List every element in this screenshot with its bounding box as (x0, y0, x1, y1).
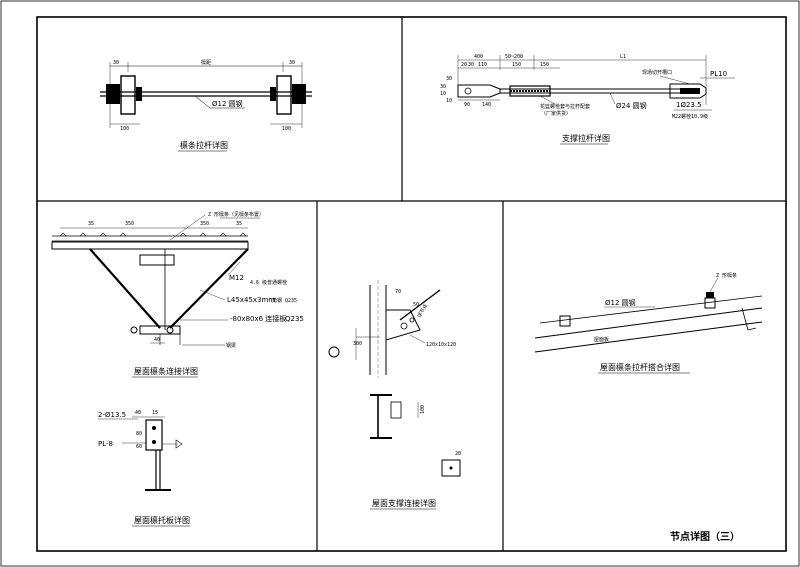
dim-c: 300 (353, 341, 362, 347)
turnbuckle-label: 花篮螺栓套与拉杆配套 (540, 103, 590, 110)
dim-b: 350 (125, 221, 134, 227)
dim-b: 15 (152, 410, 158, 416)
purlin-left (120, 75, 136, 115)
support-plate (145, 419, 163, 451)
rod-label: Ø12 圆钢 (605, 298, 636, 307)
roof-line-top (534, 307, 763, 339)
z-purlin-label: Z 形檩条 (716, 272, 737, 279)
rod-label: Ø24 圆钢 (616, 101, 647, 110)
slot-label: 现场切开槽口 (642, 69, 672, 76)
z-purlin-label: Z 形檩条（见檩条布置） (208, 211, 264, 218)
dim-a: 70 (395, 289, 401, 295)
brace-rod (399, 289, 441, 321)
roof-line-bottom (534, 321, 763, 353)
plate-grade-label: Q235 (285, 315, 304, 323)
dim-left-top: 30 (113, 60, 119, 66)
angle-brace-right (169, 248, 249, 329)
dim-c: 350 (200, 221, 209, 227)
purlin-right (276, 75, 292, 115)
dim-k: 10 (440, 91, 446, 97)
purlin-tie-detail: 30 檩距 30 100 100 Ø12 圆钢 檩条拉杆详图 (100, 59, 312, 152)
end-plate (669, 83, 707, 99)
dim-left-bottom: 100 (120, 126, 129, 132)
angle-grade-label: 角钢 Q235 (272, 297, 297, 304)
purlin-chord (51, 241, 249, 250)
roof-purlin-connection-detail: 35 350 350 35 40 Z 形檩条（见檩条布置） M12 4.6 级普… (51, 211, 304, 378)
dim-d: 40 (154, 337, 160, 343)
nut-left-outer (106, 84, 120, 104)
roof-purlin-conn-title: 屋面檩条连接详图 (134, 366, 198, 376)
dim-d: 60 (136, 444, 142, 450)
nut-left-inner (136, 87, 142, 101)
support-plate-detail: 40 15 2-Ø13.5 80 60 PL-8 屋面檩托板详图 (98, 410, 190, 527)
pin-hole (464, 87, 472, 95)
turnbuckle-label-2: （厂家供货） (541, 110, 571, 117)
dim-f: 30 (468, 62, 474, 68)
tie-rod-line (539, 295, 763, 324)
dim-e: 100 (420, 405, 426, 414)
dim-d: 120x10x120 (426, 342, 456, 348)
dim-right-top: 30 (289, 60, 295, 66)
dim-a: 400 (474, 54, 483, 60)
plate-label: PL10 (710, 70, 727, 78)
dim-m: 30 (446, 76, 452, 82)
nut-right-inner (270, 87, 276, 101)
bolt-grade-label: 4.6 级普通螺栓 (250, 279, 287, 286)
plate-label: -80x80x6 连接板 (230, 314, 286, 323)
purlin-tie-lap-title: 屋面檩条拉杆搭合详图 (600, 362, 680, 372)
purlin-splice (139, 254, 175, 266)
dim-g: 110 (478, 62, 487, 68)
purlin-tie-lap-detail: Z 形檩条 Ø12 圆钢 屋面板 屋面檩条拉杆搭合详图 (534, 272, 763, 374)
nut-right-outer (292, 84, 306, 104)
dim-b: 50~200 (505, 54, 523, 60)
brace-tie-title: 支撑拉杆详图 (562, 133, 610, 143)
dim-n: 10 (446, 98, 452, 104)
roof-deck (52, 235, 248, 242)
dim-b: 50 (413, 302, 419, 308)
dim-f: 20 (455, 451, 461, 457)
dim-l1: L1 (620, 54, 626, 60)
dim-a: 40 (135, 410, 141, 416)
holes-label: 2-Ø13.5 (98, 411, 126, 419)
dim-j: 30 (440, 84, 446, 90)
dim-d: 150 (540, 62, 549, 68)
hole-label: 1Ø23.5 (676, 101, 702, 109)
bolt-label: M12 (229, 274, 244, 282)
sheet-title: 节点详图（三） (670, 530, 740, 543)
beam-label: 钢梁 (226, 342, 236, 349)
inner-frame (36, 16, 787, 552)
base-plate (441, 459, 461, 477)
dim-h: 90 (464, 102, 470, 108)
angle-label: L45x45x3mm (227, 296, 275, 304)
dim-c: 150 (512, 62, 521, 68)
section-mark (328, 346, 340, 358)
clevis-end (457, 84, 501, 98)
deck-label: 屋面板 (594, 336, 609, 343)
plate-label: PL-8 (98, 440, 113, 448)
dim-center-top: 檩距 (201, 59, 211, 66)
bolt-label: M22螺栓10.9级 (672, 113, 708, 120)
dim-a2: 35 (236, 221, 242, 227)
brace-tie-detail: 400 50~200 L1 20 30 110 150 150 30 10 30… (440, 54, 735, 145)
roof-brace-connection-detail: 70 50 300 详节点 120x10x120 100 20 屋面支撑连接详图 (328, 280, 461, 510)
purlin-left-clip (559, 315, 571, 327)
rod-label: Ø12 圆钢 (212, 99, 243, 108)
dim-a: 35 (88, 221, 94, 227)
dim-c: 80 (136, 431, 142, 437)
gusset-plate (385, 309, 421, 341)
angle-brace-left (89, 248, 161, 329)
support-plate-title: 屋面檩托板详图 (134, 515, 190, 525)
roof-brace-conn-title: 屋面支撑连接详图 (372, 498, 436, 508)
dim-e: 20 (461, 62, 467, 68)
dim-right-bottom: 100 (282, 126, 291, 132)
purlin-tie-title: 檩条拉杆详图 (180, 140, 228, 150)
dim-i: 140 (482, 102, 491, 108)
